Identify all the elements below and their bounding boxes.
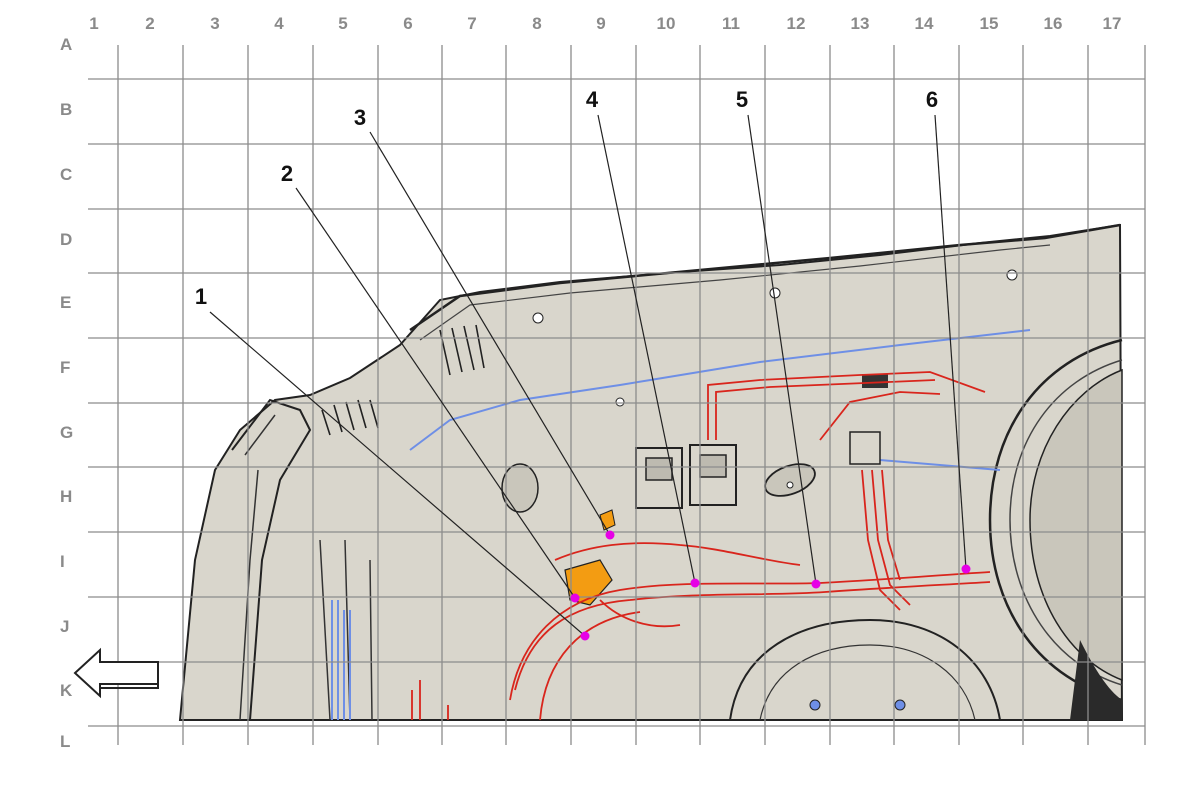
callout-leader-6 xyxy=(934,114,967,570)
location-marker-1 xyxy=(580,631,590,641)
column-label: 12 xyxy=(786,14,806,33)
connector-block xyxy=(849,431,881,465)
strut-tower-inner xyxy=(759,644,976,721)
column-label: 9 xyxy=(596,14,606,33)
column-label: 11 xyxy=(722,14,740,33)
callout-leader-lines xyxy=(209,114,967,637)
row-label: G xyxy=(60,423,74,442)
bottom-sensors xyxy=(809,699,906,711)
vent-ribs xyxy=(321,324,485,436)
row-label: D xyxy=(60,230,73,249)
callout-number-3: 3 xyxy=(353,105,367,130)
wiring-harness xyxy=(411,371,991,721)
column-label: 2 xyxy=(145,14,155,33)
fender-inner xyxy=(239,414,276,721)
callout-leader-2 xyxy=(295,187,576,599)
strut-tower xyxy=(729,618,1001,721)
column-label: 17 xyxy=(1102,14,1122,33)
fender-outer xyxy=(231,398,312,721)
callout-leader-4 xyxy=(597,114,696,584)
column-label: 13 xyxy=(850,14,870,33)
location-marker-5 xyxy=(811,579,821,589)
relay-box-left-face xyxy=(645,457,673,481)
column-label: 10 xyxy=(656,14,676,33)
left-arrow-icon xyxy=(73,647,159,699)
wheel-well-dark xyxy=(1070,640,1122,720)
callout-number-1: 1 xyxy=(194,284,208,309)
blue-tube-front xyxy=(331,600,351,720)
column-label: 4 xyxy=(274,14,284,33)
column-label: 3 xyxy=(210,14,220,33)
row-label: H xyxy=(60,487,73,506)
callout-leader-5 xyxy=(747,114,817,585)
location-markers xyxy=(570,530,971,641)
column-label: 7 xyxy=(467,14,477,33)
callout-number-6: 6 xyxy=(925,87,939,112)
row-label: I xyxy=(60,552,65,571)
column-label: 1 xyxy=(89,14,99,33)
callout-leader-3 xyxy=(369,131,611,536)
column-label: 5 xyxy=(338,14,348,33)
orange-component xyxy=(564,559,613,606)
location-marker-3 xyxy=(605,530,615,540)
row-label: K xyxy=(60,681,73,700)
vehicle-front-structure xyxy=(178,223,1124,721)
location-marker-2 xyxy=(570,593,580,603)
location-marker-6 xyxy=(961,564,971,574)
row-label: L xyxy=(60,732,71,751)
mounting-clips xyxy=(532,269,1018,489)
column-label: 14 xyxy=(914,14,934,33)
blue-tube-lower xyxy=(879,459,1001,471)
callout-leader-1 xyxy=(209,311,586,637)
column-label: 8 xyxy=(532,14,542,33)
row-label: F xyxy=(60,358,71,377)
column-label: 6 xyxy=(403,14,413,33)
wheel-arch-inner xyxy=(1009,359,1123,686)
reference-grid xyxy=(88,45,1146,745)
row-label: B xyxy=(60,100,73,119)
callout-number-4: 4 xyxy=(585,87,599,112)
column-label: 15 xyxy=(979,14,999,33)
blue-tube-hood xyxy=(409,329,1031,451)
left-arrow-icon-shadow xyxy=(100,684,159,689)
hood-inner-edge xyxy=(419,244,1051,341)
connector-top xyxy=(862,374,888,388)
row-label: J xyxy=(60,617,70,636)
callout-number-2: 2 xyxy=(280,161,294,186)
row-label: A xyxy=(60,35,73,54)
callout-number-5: 5 xyxy=(735,87,749,112)
row-label: E xyxy=(60,293,72,312)
row-label: C xyxy=(60,165,73,184)
wheel-arch xyxy=(988,338,1123,702)
location-marker-4 xyxy=(690,578,700,588)
column-label: 16 xyxy=(1043,14,1063,33)
body-opening-2 xyxy=(501,463,539,513)
relay-box-right-face xyxy=(699,454,727,478)
